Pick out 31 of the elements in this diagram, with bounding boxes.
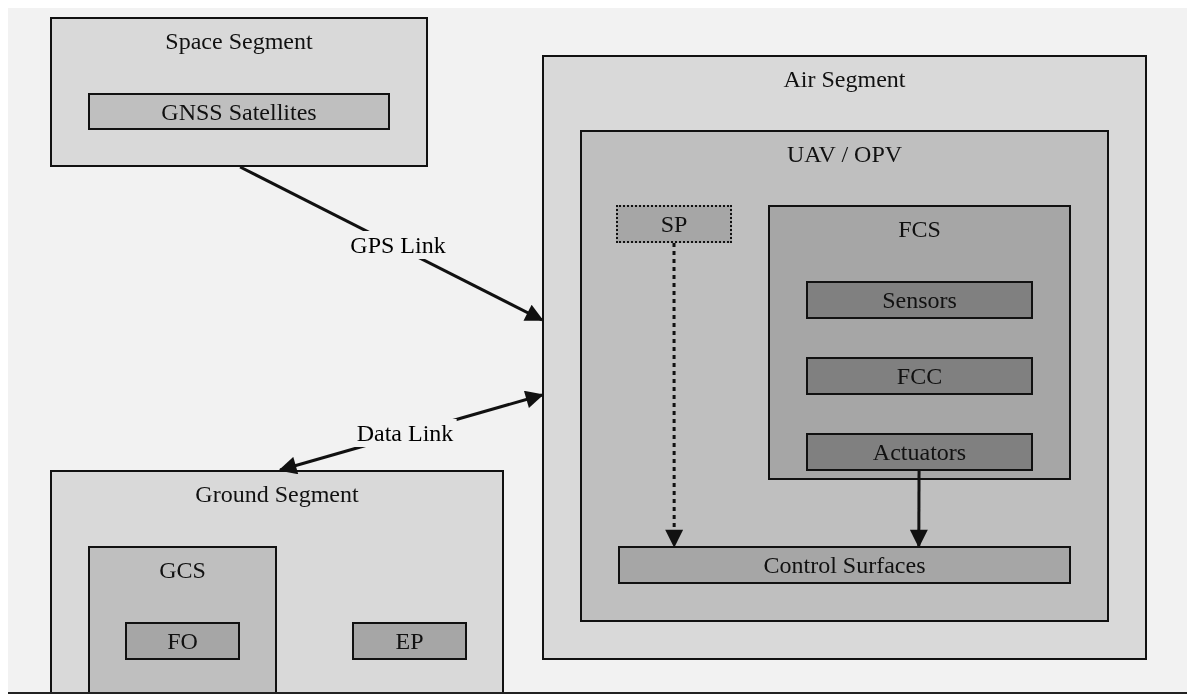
component-box: [616, 205, 732, 243]
heading: Ground Segment: [194, 480, 360, 508]
label: Control Surfaces: [762, 551, 927, 579]
label: GNSS Satellites: [160, 97, 318, 126]
segment-box: [50, 470, 504, 692]
component-box: [618, 546, 1071, 584]
segment-box: [50, 17, 428, 167]
heading: Space Segment: [164, 27, 314, 55]
heading: Air Segment: [782, 65, 907, 93]
component-box: [806, 357, 1033, 395]
arrow: [665, 243, 684, 548]
component-box: [806, 281, 1033, 319]
edge-label: Data Link: [353, 419, 457, 447]
label: Actuators: [871, 438, 968, 466]
component-box: [352, 622, 467, 660]
system-box: [768, 205, 1071, 480]
label: FCC: [895, 362, 944, 390]
arrow: [909, 471, 928, 548]
label: Sensors: [881, 286, 958, 314]
label: SP: [659, 210, 689, 238]
vehicle-box: [580, 130, 1109, 622]
heading: FCS: [897, 215, 942, 243]
component-box: [806, 433, 1033, 471]
heading: GCS: [158, 556, 207, 584]
component-box: [88, 93, 390, 130]
label: EP: [394, 627, 425, 655]
heading: UAV / OPV: [785, 140, 904, 168]
segment-box: [542, 55, 1147, 660]
station-box: [88, 546, 277, 692]
label: FO: [166, 627, 199, 655]
component-box: [125, 622, 240, 660]
